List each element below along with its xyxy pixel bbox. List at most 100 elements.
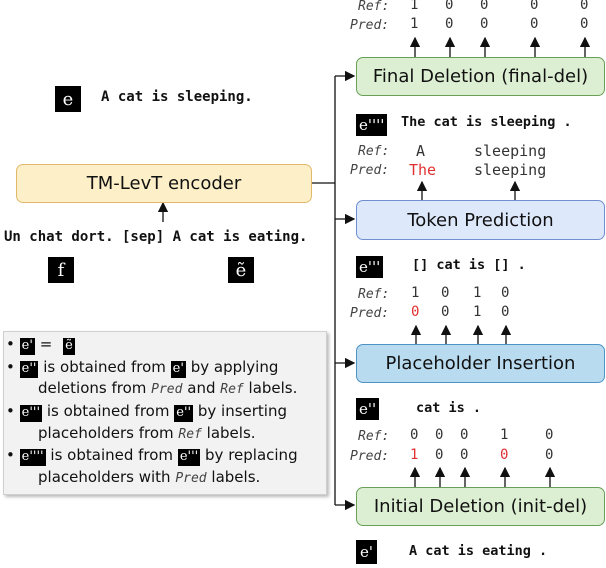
init-ref-value: 0 — [410, 427, 419, 443]
legend-line-5: placeholders from Ref labels. — [38, 422, 256, 446]
legend-text: = — [39, 335, 53, 353]
final-deletion-box: Final Deletion (final-del) — [356, 57, 605, 96]
legend-line-6: • e'''' is obtained from e''' by replaci… — [6, 444, 298, 466]
ph-pred-value: 0 — [441, 304, 450, 320]
bullet: • — [6, 446, 15, 464]
final-deletion-label: Final Deletion (final-del) — [372, 66, 589, 87]
ph-ref-value: 0 — [501, 285, 510, 301]
init-pred-label: Pred: — [350, 449, 390, 464]
init-pred-value: 0 — [435, 447, 444, 463]
init-pred-value: 1 — [410, 447, 419, 463]
top-ref-value: 0 — [445, 0, 454, 13]
reference-sentence: A cat is sleeping. — [101, 89, 253, 105]
legend-line-1: • e' = ẽ — [6, 333, 75, 355]
legend-chip: e'' — [19, 360, 39, 378]
e2-sentence: cat is . — [416, 400, 482, 416]
e3-sentence: [] cat is [] . — [412, 257, 526, 273]
e2-chip: e'' — [356, 398, 380, 420]
legend-ref: Ref — [178, 427, 202, 442]
top-pred-value: 0 — [530, 16, 539, 32]
bullet: • — [6, 335, 15, 353]
init-ref-value: 0 — [545, 427, 554, 443]
init-ref-value: 1 — [500, 427, 509, 443]
encoder-label: TM-LevT encoder — [86, 173, 242, 194]
legend-line-2: • e'' is obtained from e' by applying — [6, 356, 278, 378]
bullet: • — [6, 358, 15, 376]
ph-ref-label: Ref: — [358, 287, 390, 302]
tok-ref-value: sleeping — [474, 142, 547, 160]
e3-chip: e''' — [356, 256, 384, 278]
legend-text: labels. — [248, 379, 298, 397]
placeholder-insertion-box: Placeholder Insertion — [356, 344, 605, 383]
legend-ref: Ref — [220, 382, 244, 397]
tok-pred-value: The — [409, 161, 437, 179]
init-ref-value: 0 — [435, 427, 444, 443]
legend-text: is obtained from — [46, 402, 170, 420]
top-pred-value: 0 — [445, 16, 454, 32]
encoder-box: TM-LevT encoder — [16, 164, 312, 203]
tok-ref-value: A — [416, 142, 426, 160]
legend-box: • e' = ẽ • e'' is obtained from e' by ap… — [3, 331, 327, 495]
initial-deletion-box: Initial Deletion (init-del) — [356, 487, 605, 526]
legend-text: by applying — [190, 358, 279, 376]
legend-text: by replacing — [205, 446, 298, 464]
legend-text: is obtained from — [50, 446, 174, 464]
top-ref-label: Ref: — [358, 0, 390, 14]
initial-deletion-label: Initial Deletion (init-del) — [373, 496, 588, 517]
init-ref-label: Ref: — [358, 429, 390, 444]
top-ref-value: 0 — [480, 0, 489, 13]
placeholder-insertion-label: Placeholder Insertion — [385, 353, 576, 374]
legend-text: and — [187, 379, 216, 397]
e4-sentence: The cat is sleeping . — [401, 114, 572, 130]
legend-text: labels. — [211, 468, 261, 486]
top-pred-value: 1 — [410, 16, 419, 32]
init-pred-value: 0 — [460, 447, 469, 463]
ph-pred-value: 1 — [473, 304, 482, 320]
bullet: • — [6, 402, 15, 420]
legend-text: placeholders from — [38, 424, 174, 442]
top-ref-value: 0 — [580, 0, 589, 13]
ph-ref-value: 0 — [441, 285, 450, 301]
legend-text: by inserting — [197, 402, 288, 420]
tok-ref-label: Ref: — [358, 144, 390, 159]
legend-text: labels. — [206, 424, 256, 442]
legend-chip: e'' — [174, 404, 194, 422]
token-prediction-box: Token Prediction — [356, 200, 605, 240]
legend-chip: e''' — [19, 404, 43, 422]
init-pred-value: 0 — [500, 447, 509, 463]
source-input-line: Un chat dort. [sep] A cat is eating. — [4, 229, 308, 245]
legend-line-7: placeholders with Pred labels. — [38, 466, 260, 490]
legend-chip: e' — [170, 360, 186, 378]
ph-pred-value: 0 — [411, 304, 420, 320]
legend-line-4: • e''' is obtained from e'' by inserting — [6, 400, 287, 422]
e-chip: e — [55, 86, 81, 112]
e4-chip: e'''' — [356, 114, 388, 136]
legend-line-3: deletions from Pred and Ref labels. — [38, 377, 297, 401]
legend-pred: Pred — [151, 382, 183, 397]
etilde-chip: ẽ — [228, 257, 254, 283]
ph-pred-value: 0 — [501, 304, 510, 320]
ph-ref-value: 1 — [411, 285, 420, 301]
legend-text: placeholders with — [38, 468, 171, 486]
init-ref-value: 0 — [460, 427, 469, 443]
legend-chip: e' — [19, 337, 35, 355]
top-pred-label: Pred: — [350, 18, 390, 33]
top-ref-value: 0 — [530, 0, 539, 13]
legend-text: is obtained from — [43, 358, 166, 376]
tok-pred-value: sleeping — [474, 161, 547, 179]
legend-chip: e'''' — [19, 448, 46, 466]
ph-ref-value: 1 — [473, 285, 482, 301]
ph-pred-label: Pred: — [350, 306, 390, 321]
legend-chip: ẽ — [63, 337, 75, 355]
tok-pred-label: Pred: — [350, 163, 390, 178]
legend-text: deletions from — [38, 379, 147, 397]
legend-pred: Pred — [175, 471, 207, 486]
top-pred-value: 0 — [480, 16, 489, 32]
top-ref-value: 1 — [410, 0, 419, 13]
e1-sentence: A cat is eating . — [409, 543, 548, 559]
e1-chip: e' — [356, 540, 378, 564]
token-prediction-label: Token Prediction — [407, 209, 554, 231]
f-chip: f — [48, 257, 74, 283]
legend-chip: e''' — [177, 448, 201, 466]
